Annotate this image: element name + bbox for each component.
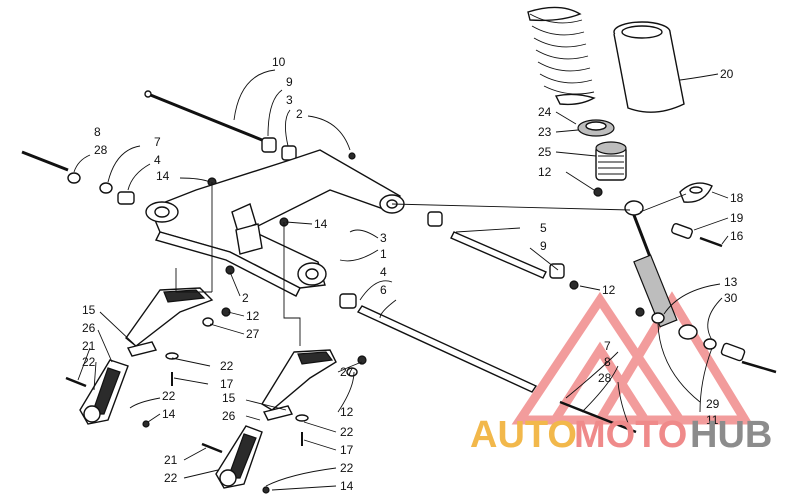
watermark-text: AUTO MOTO HUB [470,414,772,456]
callout-23: 23 [538,125,552,139]
callout-4: 4 [154,153,161,167]
callout-labels: 10 9 3 2 8 28 7 4 14 14 3 1 2 12 27 4 6 … [82,55,744,493]
assembly-guide-lines [175,182,687,346]
callout-9: 9 [540,239,547,253]
watermark-triangle-logo [511,291,754,425]
callout-15: 15 [82,303,96,317]
callout-18: 18 [730,191,744,205]
callout-22: 22 [162,389,176,403]
callout-14: 14 [162,407,176,421]
callout-16: 16 [730,229,744,243]
callout-10: 10 [272,55,286,69]
callout-27: 27 [246,327,260,341]
bushings-and-washers [67,137,565,422]
callout-21: 21 [164,453,178,467]
shock-hardware [569,223,777,374]
through-bolt-lower [21,150,637,434]
callout-28: 28 [94,143,108,157]
callout-7: 7 [604,339,611,353]
through-bolt-upper [144,90,263,142]
spring-cover [613,21,685,113]
callout-22: 22 [340,425,354,439]
coil-spring [527,6,596,106]
callout-9: 9 [286,75,293,89]
callout-27: 27 [340,365,354,379]
callout-3: 3 [380,231,387,245]
callout-2: 2 [242,291,249,305]
scissor-link-left [79,287,214,425]
callout-29: 29 [706,397,720,411]
callout-12: 12 [602,283,616,297]
callout-22: 22 [164,471,178,485]
adjuster-ring [577,119,615,137]
callout-17: 17 [340,443,354,457]
cross-shaft-6 [356,305,538,393]
callout-2: 2 [296,107,303,121]
callout-11: 11 [706,413,719,427]
callout-6: 6 [380,283,387,297]
callout-26: 26 [82,321,96,335]
cross-shaft-5 [450,231,547,279]
rubber-bumper-18 [679,182,713,203]
callout-8: 8 [604,355,611,369]
link-bolts [65,372,303,494]
callout-13: 13 [724,275,738,289]
shock-absorber [593,187,698,340]
callout-17: 17 [220,377,234,391]
callout-24: 24 [538,105,552,119]
callout-14: 14 [340,479,354,493]
callout-22: 22 [220,359,234,373]
callout-7: 7 [154,135,161,149]
callout-15: 15 [222,391,236,405]
callout-28: 28 [598,371,612,385]
callout-8: 8 [94,125,101,139]
callout-14: 14 [156,169,170,183]
callout-30: 30 [724,291,738,305]
bump-stop [595,141,627,181]
watermark-auto: AUTO [470,414,577,456]
callout-12: 12 [340,405,354,419]
watermark-moto: MOTO [574,414,687,456]
callout-22: 22 [82,355,96,369]
callout-20: 20 [720,67,734,81]
callout-5: 5 [540,221,547,235]
callout-12: 12 [538,165,552,179]
callout-19: 19 [730,211,744,225]
callout-25: 25 [538,145,552,159]
callout-14: 14 [314,217,328,231]
callout-4: 4 [380,265,387,279]
callout-1: 1 [380,247,387,261]
callout-21: 21 [82,339,96,353]
callout-leader-lines [73,69,729,491]
watermark-hub: HUB [690,414,772,456]
callout-3: 3 [286,93,293,107]
callout-26: 26 [222,409,236,423]
callout-22: 22 [340,461,354,475]
scissor-link-right [215,349,337,489]
rear-arm-assembly [145,149,405,297]
callout-12: 12 [246,309,260,323]
